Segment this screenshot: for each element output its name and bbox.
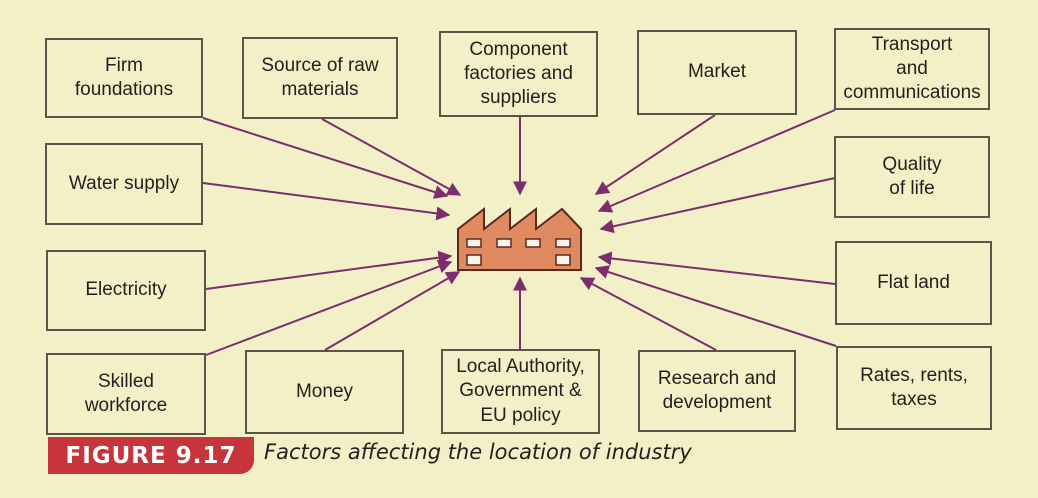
arrow-electricity xyxy=(205,250,453,290)
factor-quality-of-life: Quality of life xyxy=(834,136,990,218)
factor-component-factories: Component factories and suppliers xyxy=(439,31,598,117)
figure-caption: Factors affecting the location of indust… xyxy=(264,440,692,464)
factor-source-of-raw-materials: Source of raw materials xyxy=(242,37,398,119)
factor-skilled-workforce: Skilled workforce xyxy=(46,353,206,435)
factory-icon xyxy=(457,206,582,271)
arrow-quality xyxy=(599,177,836,234)
factor-money: Money xyxy=(245,350,404,434)
arrow-firm xyxy=(202,117,449,199)
arrow-market xyxy=(594,114,716,195)
factor-market: Market xyxy=(637,30,797,115)
factor-research-and-development: Research and development xyxy=(638,350,796,432)
arrow-water xyxy=(202,182,451,221)
factor-water-supply: Water supply xyxy=(45,143,203,225)
arrow-raw xyxy=(321,118,462,196)
arrow-rates xyxy=(594,265,837,347)
arrow-flat xyxy=(597,251,836,285)
arrow-skilled xyxy=(205,259,453,356)
arrow-research xyxy=(579,277,717,351)
factor-electricity: Electricity xyxy=(46,250,206,331)
factor-transport-and-communications: Transport and communications xyxy=(834,28,990,110)
factor-flat-land: Flat land xyxy=(835,241,992,325)
arrow-transport xyxy=(597,109,836,213)
factor-firm-foundations: Firm foundations xyxy=(45,38,203,118)
arrow-money xyxy=(324,271,461,351)
figure-number-label: FIGURE 9.17 xyxy=(48,437,254,474)
factor-local-authority-policy: Local Authority, Government & EU policy xyxy=(441,349,600,434)
factor-rates-rents-taxes: Rates, rents, taxes xyxy=(836,346,992,430)
